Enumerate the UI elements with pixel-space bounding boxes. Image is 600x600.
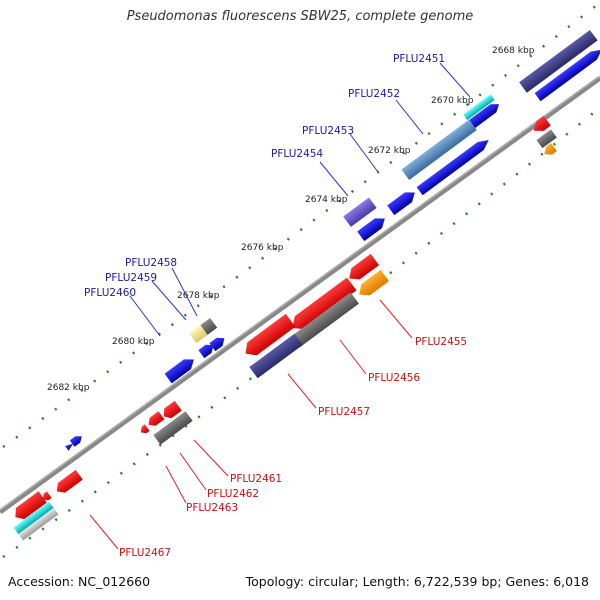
gene-arrow[interactable] <box>53 469 83 496</box>
tick-label-2668: 2668 kbp <box>492 46 535 56</box>
tick-label-2678: 2678 kbp <box>177 291 220 301</box>
bottom-gene-labels: PFLU2455 PFLU2456 PFLU2457 PFLU2461 PFLU… <box>119 336 467 559</box>
tick-label-2676: 2676 kbp <box>241 243 284 253</box>
top-leader-lines <box>129 62 471 337</box>
tick-label-2674: 2674 kbp <box>305 195 348 205</box>
gene-label-PFLU2458[interactable]: PFLU2458 <box>125 257 177 269</box>
gene-arrow[interactable] <box>541 143 557 158</box>
tick-label-2680: 2680 kbp <box>112 337 155 347</box>
gene-arrow[interactable] <box>209 334 227 352</box>
gene-arrow[interactable] <box>534 46 600 102</box>
gene-block[interactable] <box>18 507 59 541</box>
gene-label-PFLU2456[interactable]: PFLU2456 <box>368 372 420 384</box>
gene-arrow[interactable] <box>530 115 551 136</box>
tick-labels: 2668 kbp 2670 kbp 2672 kbp 2674 kbp 2676… <box>47 46 535 393</box>
gene-label-PFLU2462[interactable]: PFLU2462 <box>207 488 259 500</box>
gene-arrow[interactable] <box>467 100 502 129</box>
gene-PFLU2456-block[interactable] <box>291 292 359 348</box>
gene-label-PFLU2452[interactable]: PFLU2452 <box>348 88 400 100</box>
genome-summary-text: Topology: circular; Length: 6,722,539 bp… <box>245 574 589 589</box>
tick-label-2670: 2670 kbp <box>431 96 474 106</box>
gene-arrow[interactable] <box>357 214 388 242</box>
reverse-genes <box>11 115 557 541</box>
gene-arrow[interactable] <box>241 313 296 360</box>
gene-arrow[interactable] <box>345 253 380 284</box>
gene-label-PFLU2453[interactable]: PFLU2453 <box>302 125 354 137</box>
gene-label-PFLU2461[interactable]: PFLU2461 <box>230 473 282 485</box>
gene-arrow[interactable] <box>40 491 52 502</box>
gene-label-PFLU2455[interactable]: PFLU2455 <box>415 336 467 348</box>
gene-arrow[interactable] <box>287 277 357 335</box>
gene-PFLU2460-arrow[interactable] <box>164 355 198 384</box>
gene-block[interactable] <box>536 129 557 149</box>
gene-PFLU2450-block[interactable] <box>519 29 598 93</box>
gene-PFLU2453-arrow[interactable] <box>416 136 492 196</box>
gene-PFLU2452-block[interactable] <box>401 119 477 181</box>
tick-label-2672: 2672 kbp <box>368 146 411 156</box>
forward-genes <box>65 29 600 451</box>
gene-PFLU2461-arrow[interactable] <box>146 411 165 429</box>
outer-tick-track <box>2 4 598 449</box>
gene-arrow[interactable] <box>160 400 182 421</box>
gene-PFLU2451-block[interactable] <box>463 94 495 121</box>
gene-label-PFLU2454[interactable]: PFLU2454 <box>271 148 323 160</box>
gene-PFLU2458-block[interactable] <box>189 325 208 344</box>
gene-arrow[interactable] <box>387 188 418 216</box>
gene-label-PFLU2467[interactable]: PFLU2467 <box>119 547 171 559</box>
gene-label-PFLU2463[interactable]: PFLU2463 <box>186 502 238 514</box>
gene-arrow[interactable] <box>138 424 150 435</box>
gene-PFLU2463-arrow[interactable] <box>11 491 47 522</box>
accession-text: Accession: NC_012660 <box>8 574 151 589</box>
gene-arrow[interactable] <box>198 341 216 359</box>
gene-label-PFLU2451[interactable]: PFLU2451 <box>393 53 445 65</box>
gene-PFLU2455-arrow[interactable] <box>355 269 390 300</box>
bottom-leader-lines <box>89 299 413 550</box>
top-gene-labels: PFLU2451 PFLU2452 PFLU2453 PFLU2454 PFLU… <box>84 53 445 299</box>
map-title: Pseudomonas fluorescens SBW25, complete … <box>126 9 474 24</box>
gene-PFLU2457-block[interactable] <box>249 333 303 379</box>
gene-PFLU2454-block[interactable] <box>343 197 377 227</box>
gene-PFLU2459-block[interactable] <box>200 318 218 335</box>
gene-arrow[interactable] <box>65 441 75 451</box>
gene-label-PFLU2460[interactable]: PFLU2460 <box>84 287 136 299</box>
genome-backbone <box>0 75 600 515</box>
gene-PFLU2462-block[interactable] <box>153 411 193 445</box>
tick-label-2682: 2682 kbp <box>47 383 90 393</box>
gene-label-PFLU2457[interactable]: PFLU2457 <box>318 406 370 418</box>
gene-PFLU2467-block[interactable] <box>13 501 54 535</box>
gene-label-PFLU2459[interactable]: PFLU2459 <box>105 272 157 284</box>
